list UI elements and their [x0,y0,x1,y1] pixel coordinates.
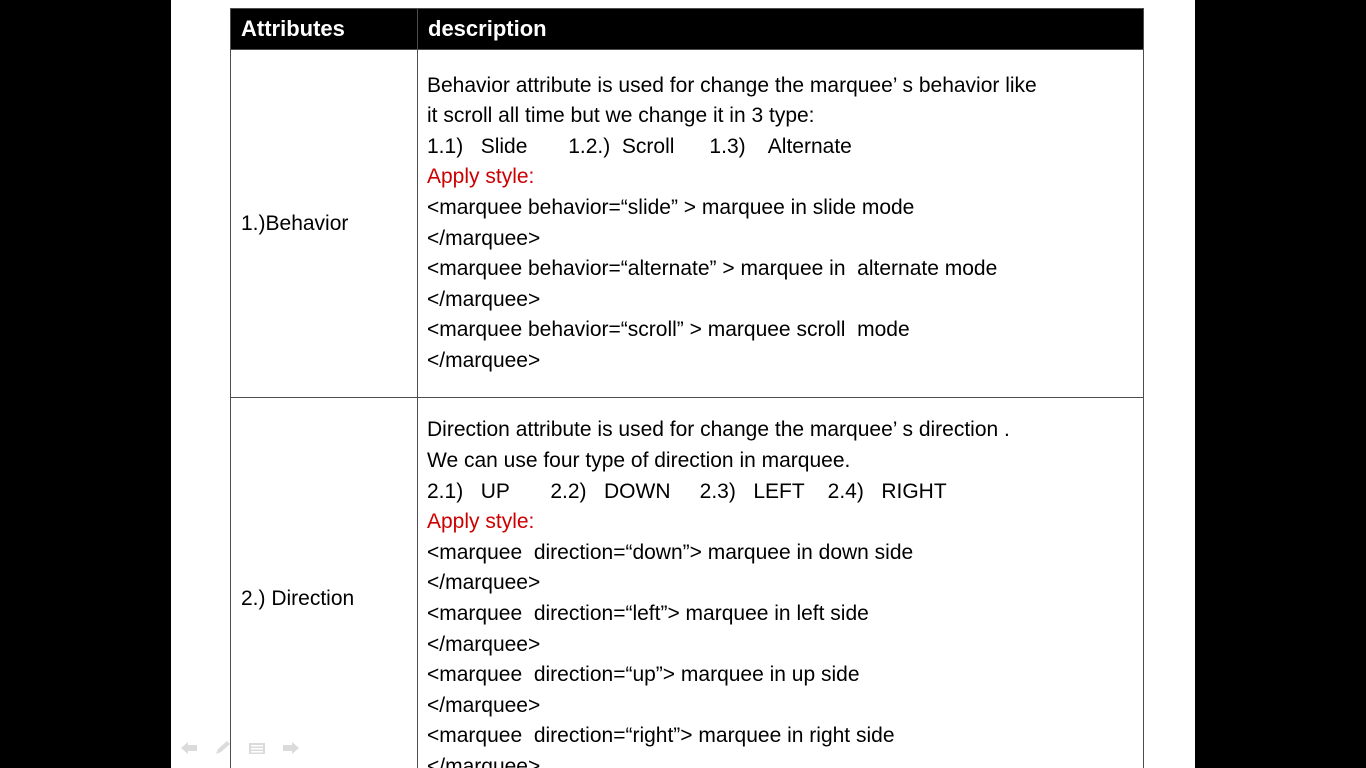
arrow-right-icon[interactable] [281,740,301,756]
code-line: <marquee direction=“right”> marquee in r… [427,724,895,748]
attribute-description: Behavior attribute is used for change th… [417,49,1144,398]
arrow-left-icon[interactable] [179,740,199,756]
attribute-description: Direction attribute is used for change t… [417,397,1144,768]
code-line: <marquee direction=“left”> marquee in le… [427,602,869,625]
description-line: it scroll all time but we change it in 3… [427,104,815,128]
description-line: Direction attribute is used for change t… [427,418,1010,442]
header-description: description [417,8,1144,50]
attribute-name: 1.)Behavior [230,49,418,398]
code-line: <marquee behavior=“scroll” > marquee scr… [427,318,910,342]
table-row: 1.)Behavior Behavior attribute is used f… [230,49,1144,398]
table-header-row: Attributes description [230,8,1144,50]
code-line: <marquee behavior=“alternate” > marquee … [427,257,998,281]
pen-icon[interactable] [213,740,233,756]
code-line: <marquee direction=“up”> marquee in up s… [427,663,860,687]
code-line: <marquee behavior=“slide” > marquee in s… [427,195,915,219]
code-line: </marquee> [427,754,541,768]
code-line: </marquee> [427,693,541,717]
description-line: 1.1) Slide 1.2.) Scroll 1.3) Alternate [427,134,852,158]
code-line: </marquee> [427,348,541,372]
code-line: <marquee direction=“down”> marquee in do… [427,540,914,564]
apply-style-label: Apply style: [427,165,535,189]
menu-icon[interactable] [247,740,267,756]
table-row: 2.) Direction Direction attribute is use… [230,397,1144,768]
code-line: </marquee> [427,571,541,595]
description-line: Behavior attribute is used for change th… [427,73,1037,97]
attributes-table: Attributes description 1.)Behavior Behav… [230,8,1144,768]
description-line: 2.1) UP 2.2) DOWN 2.3) LEFT 2.4) RIGHT [427,479,947,503]
attribute-name: 2.) Direction [230,397,418,768]
code-line: </marquee> [427,226,541,250]
apply-style-label: Apply style: [427,510,535,534]
slideshow-controls [179,739,301,757]
description-line: We can use four type of direction in mar… [427,449,851,473]
header-attributes: Attributes [230,8,418,50]
code-line: </marquee> [427,632,541,656]
code-line: </marquee> [427,287,541,311]
slide: Attributes description 1.)Behavior Behav… [171,0,1195,768]
